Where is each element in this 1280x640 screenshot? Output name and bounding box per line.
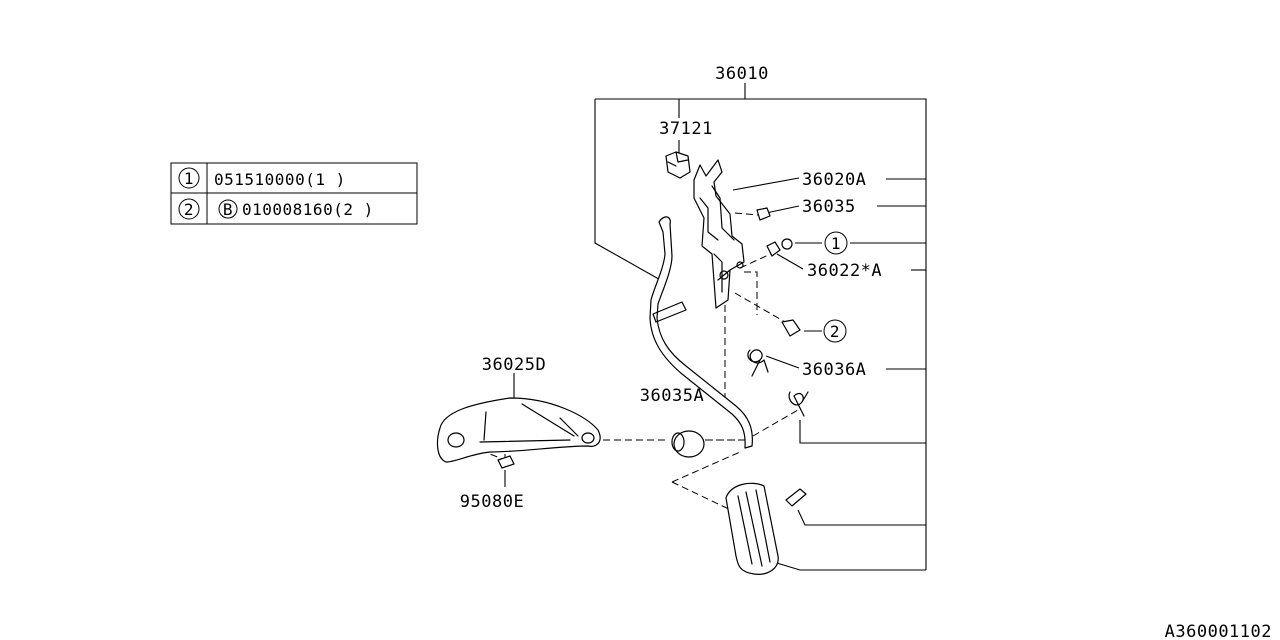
pedal-bracket bbox=[693, 159, 745, 309]
label-36022A: 36022*A bbox=[807, 261, 882, 281]
fastener-row-1: 1 051510000(1 ) bbox=[178, 167, 346, 189]
bolt-type-icon: B bbox=[223, 200, 233, 219]
label-36025D: 36025D bbox=[482, 355, 546, 375]
pivot-pin bbox=[785, 488, 807, 507]
assembly-dashes bbox=[459, 212, 799, 512]
callout-2: 2 bbox=[823, 319, 847, 343]
label-36010: 36010 bbox=[715, 64, 769, 84]
pedal-cover bbox=[436, 397, 601, 463]
callout-1-number: 1 bbox=[831, 234, 841, 253]
callout-1: 1 bbox=[824, 231, 848, 255]
label-36020A: 36020A bbox=[802, 170, 866, 190]
part-labels: 36010 37121 36020A 36035 36022*A 36036A … bbox=[460, 64, 882, 512]
fastener-row-2-callout: 2 bbox=[184, 200, 194, 219]
pedal-arm bbox=[649, 216, 753, 449]
pedal-pad bbox=[725, 482, 779, 575]
leader-lines bbox=[504, 83, 927, 571]
fastener-row-2: 2 B 010008160(2 ) bbox=[178, 198, 374, 220]
label-36036A: 36036A bbox=[802, 360, 866, 380]
lower-spring bbox=[788, 391, 809, 417]
screw-95080E bbox=[497, 455, 515, 469]
label-37121: 37121 bbox=[659, 119, 713, 139]
fastener-row-1-part: 051510000(1 ) bbox=[214, 170, 346, 189]
label-95080E: 95080E bbox=[460, 492, 524, 512]
stopper-36035A bbox=[671, 430, 705, 458]
fastener-row-1-callout: 1 bbox=[184, 169, 194, 188]
fastener-row-2-part: 010008160(2 ) bbox=[242, 200, 374, 219]
clip-37121 bbox=[665, 151, 691, 179]
fastener-parts bbox=[756, 207, 801, 337]
fastener-table: 1 051510000(1 ) 2 B 010008160(2 ) bbox=[170, 162, 418, 225]
diagram-id: A360001102 bbox=[1165, 622, 1272, 640]
label-36035A: 36035A bbox=[640, 386, 704, 406]
label-36035: 36035 bbox=[802, 197, 856, 217]
callout-2-number: 2 bbox=[830, 322, 840, 341]
return-spring bbox=[747, 349, 769, 377]
